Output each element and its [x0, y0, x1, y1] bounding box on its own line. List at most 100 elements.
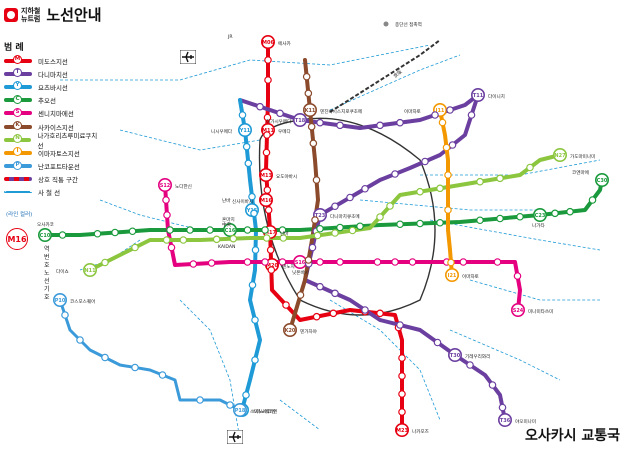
legend-line-badge: M [13, 55, 22, 65]
station-dot [316, 258, 324, 266]
station-name: 요도야바시 [276, 173, 297, 180]
station-number: Y11 [239, 128, 251, 134]
station-badge: S16 [292, 255, 307, 270]
station-badge: T36 [497, 412, 512, 427]
legend-line-swatch: C [4, 94, 32, 104]
station-badge-ring [447, 347, 462, 362]
station-dot [278, 226, 287, 234]
station-badge: Y11 [238, 123, 253, 138]
station-number: C30 [597, 178, 608, 184]
station-badge: N11 [83, 262, 98, 277]
station-dot [348, 226, 357, 235]
station-dot [128, 227, 137, 236]
sample-caption-line: 노선 기호 [44, 270, 50, 301]
legend-private-label: 사 철 선 [38, 189, 61, 198]
station-dot [408, 258, 417, 266]
station-badges: M06M11M13M16M17M20M23T11T18T23T30T36Y11Y… [37, 34, 609, 437]
legend-line-label: 나가호리츠루미료쿠치선 [37, 131, 98, 150]
private-railway-line [329, 299, 441, 421]
station-name: 미나미타쓰미 [528, 308, 553, 315]
station-badge: K20 [282, 322, 297, 337]
legend-line-badge: S [13, 107, 22, 117]
station-dot [444, 171, 452, 179]
private-railway-lines [60, 39, 601, 441]
station-name: 야오미나미 [515, 418, 536, 425]
private-railway-line [99, 199, 201, 231]
legend-shared-label: 상호 직통 구간 [38, 176, 79, 185]
airport-icon [227, 430, 243, 444]
station-dot [433, 338, 442, 347]
logo-line-2: 뉴트럼 [21, 14, 41, 23]
station-dot [76, 336, 84, 344]
station-name: 오사카코 [37, 221, 54, 228]
station-dot [438, 118, 447, 127]
station-badge-ring [552, 148, 567, 163]
station-number: M11 [262, 128, 274, 134]
station-name: 노다한신 [175, 183, 192, 190]
legend-line-label: 센니치마에선 [38, 110, 74, 119]
station-dot [282, 301, 290, 309]
station-dot [251, 316, 259, 324]
station-dot [264, 206, 273, 214]
station-dot [391, 170, 399, 178]
station-dot [242, 391, 250, 399]
line-T [238, 93, 507, 422]
station-number: M17 [264, 230, 276, 236]
station-name: 나가타 [532, 222, 545, 229]
legend-line-badge: T [13, 68, 22, 78]
station-badge: M16 [258, 193, 273, 208]
station-number: P10 [55, 298, 66, 304]
station-dot [308, 243, 317, 252]
station-name: 스미노에코엔 [252, 408, 277, 415]
station-dot [166, 226, 174, 234]
station-badge-ring [158, 178, 173, 193]
subway-logo-icon [4, 7, 18, 22]
legend-line-swatch: K [4, 121, 32, 131]
station-dot [476, 177, 484, 186]
station-dot [361, 184, 369, 193]
station-dot [238, 111, 247, 119]
station-dot [207, 259, 216, 267]
line-C [43, 178, 604, 237]
terminal-marker-icon [383, 21, 389, 27]
station-dot [498, 403, 507, 412]
legend-line-label: 요츠바시선 [38, 83, 68, 92]
map-annotation: 中央 [222, 221, 232, 228]
legend-line-label: 다니마치선 [38, 70, 68, 79]
station-dot [466, 361, 474, 369]
station-dot [131, 363, 139, 372]
station-name: 에사카 [278, 40, 291, 47]
station-badge: C23 [532, 208, 547, 223]
station-dot [158, 371, 167, 379]
station-badge-ring [238, 123, 253, 138]
private-railway-line [119, 129, 261, 151]
station-dot [447, 258, 455, 267]
station-dot [336, 223, 344, 232]
station-dot [243, 226, 252, 234]
station-badge-ring [260, 34, 275, 49]
station-dot [444, 206, 452, 214]
station-badge: C16 [223, 223, 238, 238]
station-dot [263, 131, 271, 139]
station-dot [551, 209, 559, 218]
station-badge: C10 [37, 228, 52, 243]
station-dot [229, 234, 238, 243]
footer-org-name: 오사카시 교통국 [524, 428, 620, 444]
station-dot [516, 212, 524, 221]
station-dot [244, 159, 253, 168]
station-name: 이마자토 [404, 108, 421, 115]
station-badge-ring [302, 103, 317, 118]
station-badge-ring [444, 267, 459, 282]
legend-row: T 다니마치선 [4, 67, 102, 80]
station-dot [263, 113, 272, 122]
logo-line-1: 지하철 [21, 6, 41, 15]
station-name: 기레우리와리 [465, 353, 490, 360]
station-dot [398, 390, 406, 398]
station-name: 다니마치큐초메 [330, 213, 360, 220]
station-dot [476, 216, 484, 225]
station-dot [266, 246, 275, 254]
station-name: 히가시우메다 [266, 118, 292, 125]
